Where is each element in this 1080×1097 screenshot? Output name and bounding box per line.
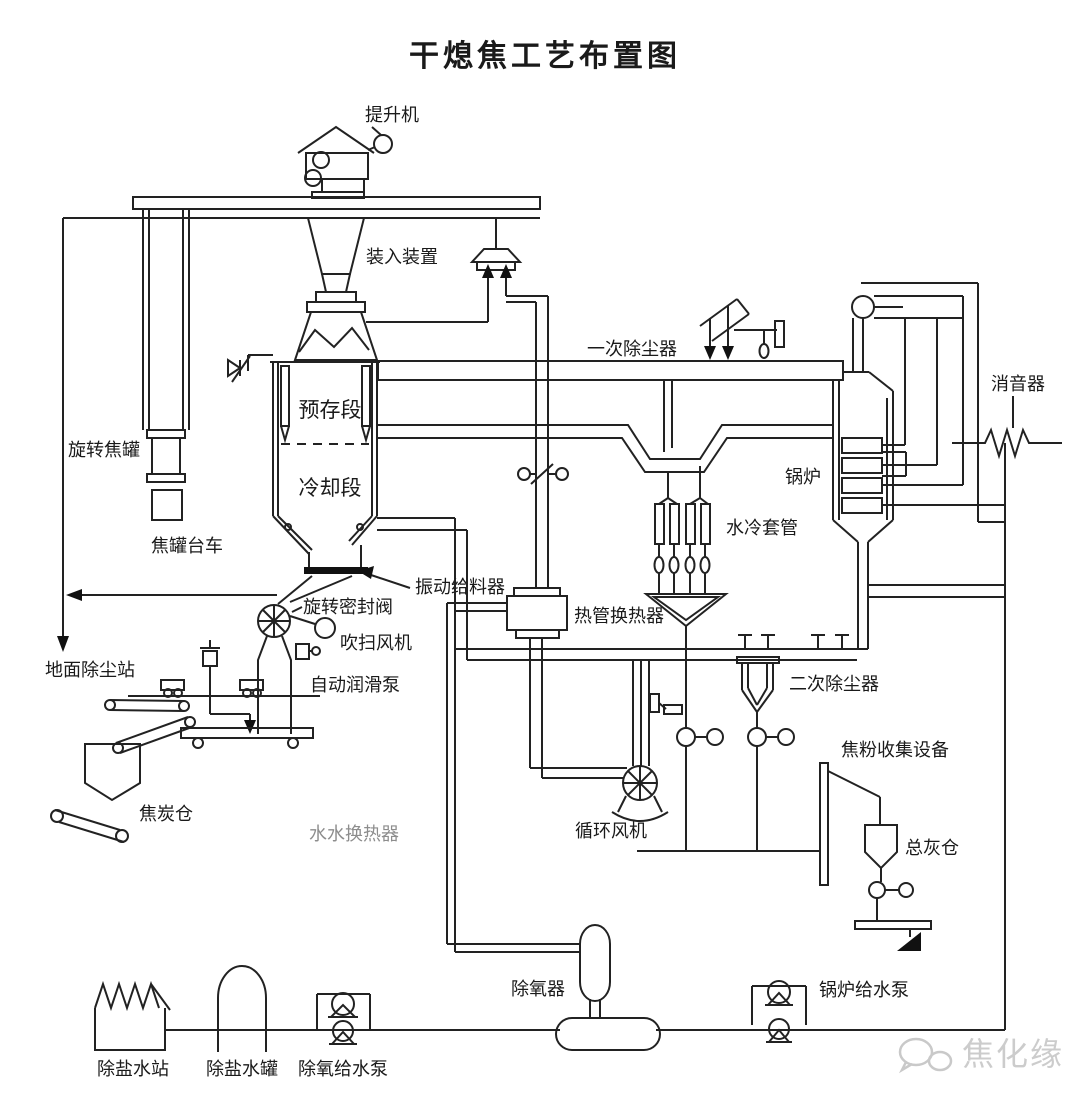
conveyors <box>50 679 320 843</box>
boiler <box>832 282 1005 649</box>
demin-water-station <box>94 980 171 1051</box>
coke-tank-trolley <box>151 489 183 521</box>
rotating-coke-tank <box>142 209 190 483</box>
vibrating-feeder-label: 振动给料器 <box>415 577 505 598</box>
ground-dust-station-label: 地面除尘站 <box>45 660 135 681</box>
watermark-text: 焦化缘 <box>962 1035 1064 1073</box>
auto-lubrication-pump-label: 自动润滑泵 <box>310 675 400 696</box>
coke-powder-collector <box>819 762 881 886</box>
auto-lubrication-pump <box>295 643 321 660</box>
pre-storage-section-label: 预存段 <box>299 398 362 422</box>
cooling-section-label: 冷却段 <box>299 476 362 500</box>
release-vent <box>366 218 523 323</box>
heat-pipe-exchanger-label: 热管换热器 <box>574 606 664 627</box>
rotating-coke-tank-label: 旋转焦罐 <box>68 440 140 461</box>
coke-powder-collector-label: 焦粉收集设备 <box>841 740 949 761</box>
coke-tank-trolley-label: 焦罐台车 <box>151 536 223 557</box>
charging-device <box>306 217 366 313</box>
coke-bin-label: 焦炭仓 <box>139 804 193 825</box>
circulation-fan <box>611 765 669 822</box>
hoist-label: 提升机 <box>365 105 419 126</box>
deaerator <box>555 924 661 1051</box>
deaerator-label: 除氧器 <box>511 979 565 1000</box>
primary-dust-collector <box>377 298 844 452</box>
demin-water-station-label: 除盐水站 <box>97 1059 169 1080</box>
secondary-dust-collector <box>637 656 821 852</box>
rotary-seal-valve <box>257 604 303 734</box>
circulation-fan-label: 循环风机 <box>575 821 647 842</box>
coke-bin <box>84 743 141 802</box>
ash-bin-label: 总灰仓 <box>905 838 959 859</box>
hoist-machine <box>297 125 393 199</box>
demin-water-tank <box>217 965 267 1052</box>
quenching-tower <box>227 311 380 605</box>
water-cooled-jacket-label: 水冷套管 <box>726 518 798 539</box>
charging-device-label: 装入装置 <box>366 247 438 268</box>
wechat-icon <box>898 1037 953 1074</box>
gas-return-duct <box>377 517 868 766</box>
boiler-feed-pump <box>751 980 807 1043</box>
ash-bin <box>854 824 932 951</box>
rotary-seal-valve-label: 旋转密封阀 <box>303 597 393 618</box>
demin-water-tank-label: 除盐水罐 <box>206 1059 278 1080</box>
platform <box>63 196 541 219</box>
deaerated-feed-pump <box>316 992 371 1045</box>
secondary-dust-collector-label: 二次除尘器 <box>789 674 879 695</box>
heat-pipe-exchanger <box>446 295 627 953</box>
boiler-label: 锅炉 <box>785 467 821 488</box>
ground-dust-station-lines <box>57 218 277 652</box>
boiler-feed-pump-label: 锅炉给水泵 <box>819 980 909 1001</box>
diagram-title: 干熄焦工艺布置图 <box>409 39 681 74</box>
purge-fan-label: 吹扫风机 <box>340 633 412 654</box>
water-cooled-jacket <box>643 466 729 728</box>
water-water-exchanger-label: 水水换热器 <box>309 824 399 845</box>
muffler-label: 消音器 <box>991 374 1045 395</box>
deaerated-feed-pump-label: 除氧给水泵 <box>298 1059 388 1080</box>
stand-device <box>200 640 256 734</box>
purge-fan <box>289 615 336 639</box>
primary-dust-collector-label: 一次除尘器 <box>587 339 677 360</box>
vibrating-feeder-callout <box>358 566 411 589</box>
muffler <box>952 396 1062 1030</box>
hot-gas-duct <box>377 424 833 473</box>
